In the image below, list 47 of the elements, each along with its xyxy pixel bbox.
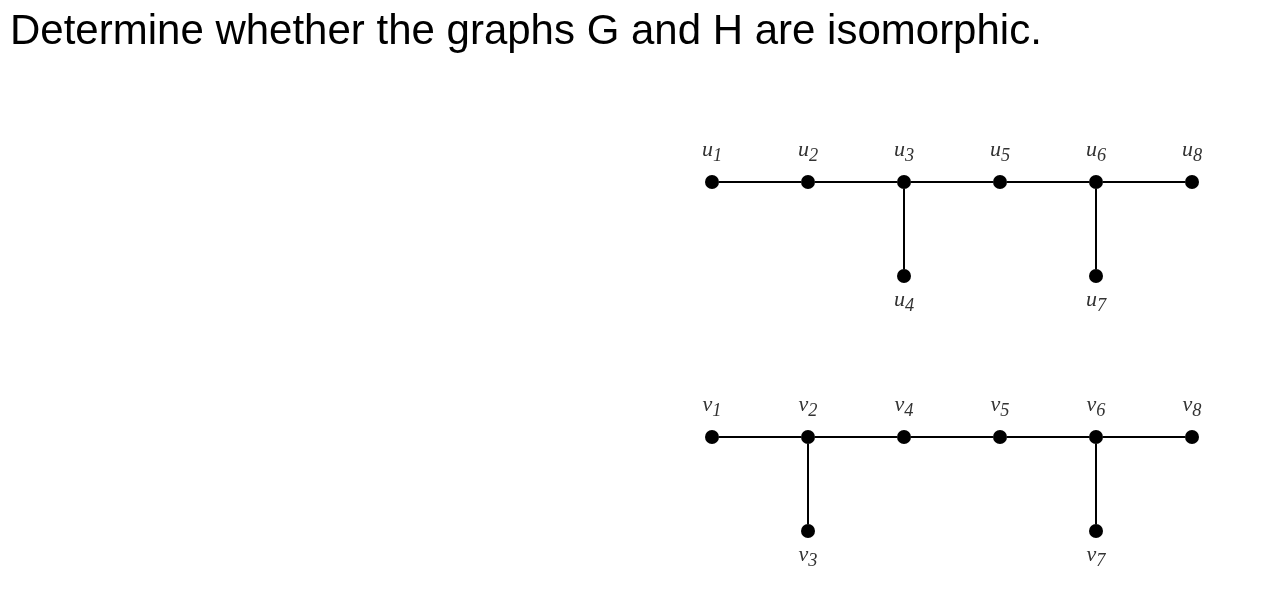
- vertex-label: v$_{2}$: [798, 391, 818, 422]
- vertex-label: v$_{4}$: [894, 391, 914, 422]
- edge-line: [1006, 436, 1090, 438]
- edge-line: [718, 181, 802, 183]
- vertex-dot: [897, 430, 911, 444]
- vertex-dot: [897, 269, 911, 283]
- vertex-dot: [1089, 175, 1103, 189]
- vertex-dot: [801, 430, 815, 444]
- edge-line: [903, 188, 905, 270]
- edge-line: [1095, 443, 1097, 525]
- vertex-label: v$_{7}$: [1086, 541, 1106, 572]
- edge-line: [1102, 181, 1186, 183]
- vertex-dot: [993, 430, 1007, 444]
- vertex-dot: [801, 175, 815, 189]
- vertex-label: u$_{8}$: [1181, 136, 1203, 167]
- edge-line: [910, 181, 994, 183]
- vertex-dot: [1089, 524, 1103, 538]
- edge-line: [910, 436, 994, 438]
- edge-line: [1006, 181, 1090, 183]
- vertex-label: v$_{1}$: [702, 391, 722, 422]
- vertex-dot: [801, 524, 815, 538]
- vertex-dot: [897, 175, 911, 189]
- edge-line: [814, 181, 898, 183]
- vertex-dot: [1185, 430, 1199, 444]
- vertex-label: v$_{3}$: [798, 541, 818, 572]
- vertex-dot: [705, 430, 719, 444]
- edge-line: [718, 436, 802, 438]
- vertex-label: u$_{1}$: [701, 136, 723, 167]
- vertex-dot: [1089, 430, 1103, 444]
- vertex-label: u$_{3}$: [893, 136, 915, 167]
- vertex-dot: [705, 175, 719, 189]
- vertex-label: u$_{2}$: [797, 136, 819, 167]
- vertex-label: u$_{6}$: [1085, 136, 1107, 167]
- vertex-label: v$_{5}$: [990, 391, 1010, 422]
- vertex-dot: [993, 175, 1007, 189]
- title: Determine whether the graphs G and H are isomorphic.: [10, 6, 1042, 54]
- vertex-label: u$_{5}$: [989, 136, 1011, 167]
- vertex-label: v$_{6}$: [1086, 391, 1106, 422]
- vertex-label: u$_{4}$: [893, 286, 915, 317]
- vertex-dot: [1185, 175, 1199, 189]
- edge-line: [1102, 436, 1186, 438]
- vertex-label: v$_{8}$: [1182, 391, 1202, 422]
- vertex-dot: [1089, 269, 1103, 283]
- edge-line: [807, 443, 809, 525]
- edge-line: [814, 436, 898, 438]
- edge-line: [1095, 188, 1097, 270]
- vertex-label: u$_{7}$: [1085, 286, 1107, 317]
